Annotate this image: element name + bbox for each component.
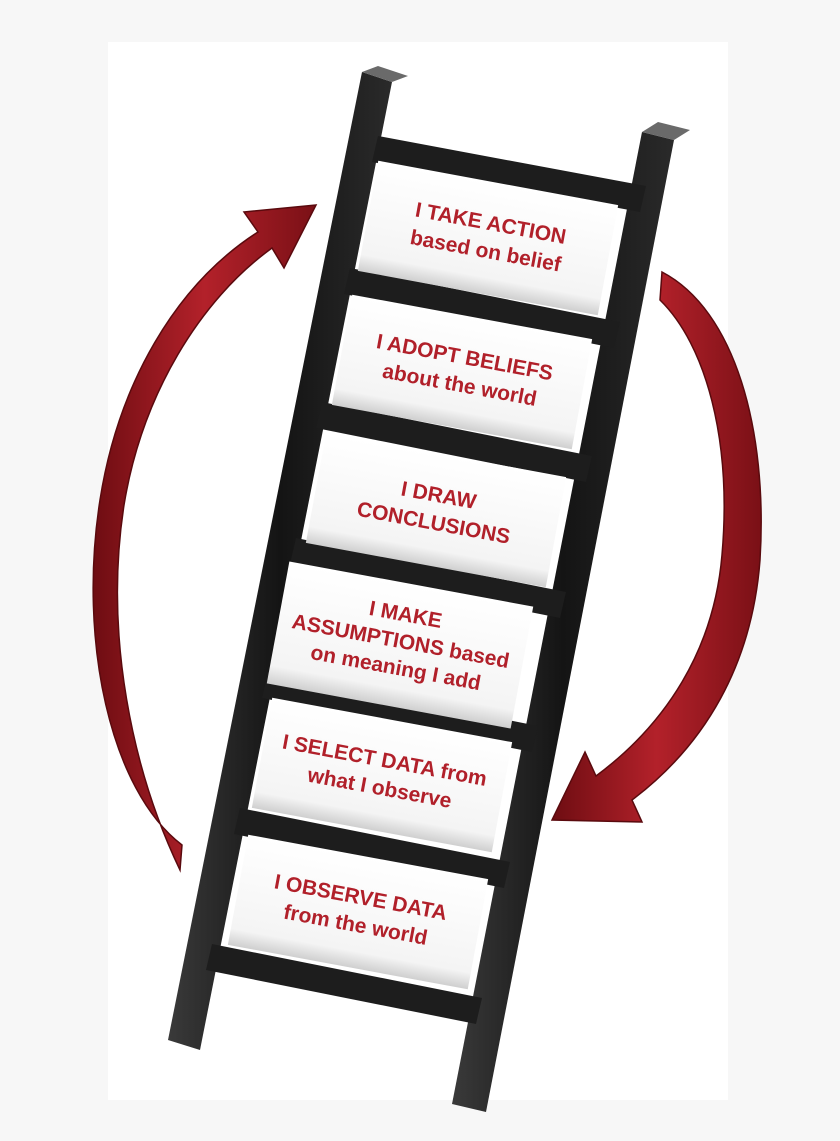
diagram-canvas: I OBSERVE DATA from the world I SELECT D… bbox=[0, 0, 840, 1141]
ladder-diagram: I OBSERVE DATA from the world I SELECT D… bbox=[0, 0, 840, 1141]
